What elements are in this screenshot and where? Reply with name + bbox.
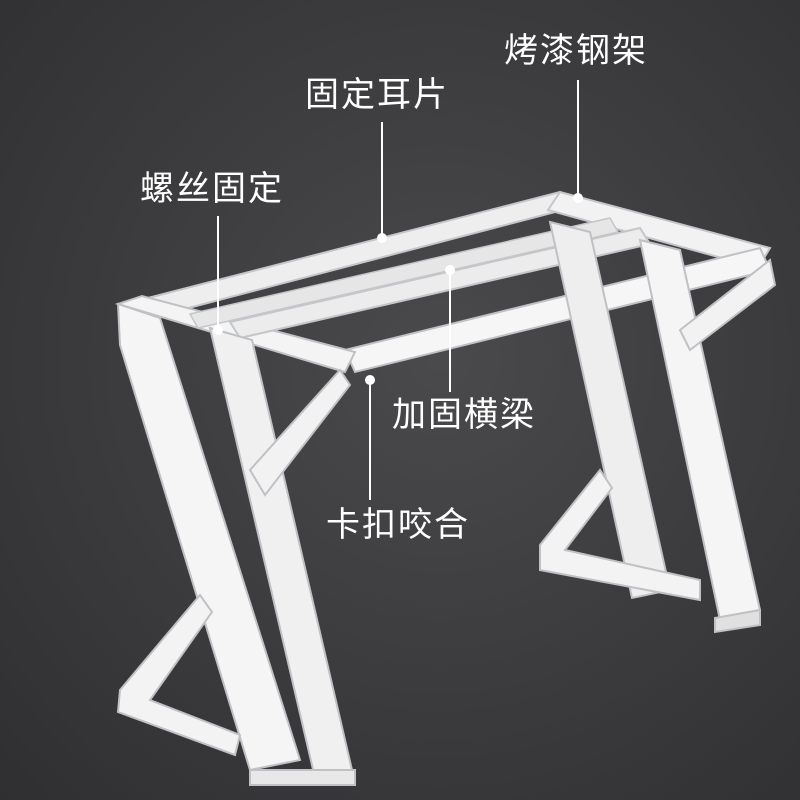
right-leg-brace xyxy=(678,258,777,352)
leader-paint-dot xyxy=(573,193,583,203)
middle-beam-2 xyxy=(188,217,620,329)
left-leg-foot xyxy=(249,769,356,786)
leader-screw-dot xyxy=(213,325,223,335)
leader-beam-dot xyxy=(445,265,455,275)
leader-clip-dot xyxy=(365,375,375,385)
left-leg-bottom xyxy=(116,593,242,757)
callout-paint-steel-frame: 烤漆钢架 xyxy=(504,31,648,71)
right-leg-bottom xyxy=(539,468,701,602)
right-leg-foot xyxy=(714,608,761,634)
left-leg-outer xyxy=(116,302,302,772)
callout-snap-fit: 卡扣咬合 xyxy=(326,505,470,545)
callout-reinforced-beam: 加固横梁 xyxy=(392,395,536,435)
callout-fixed-ear: 固定耳片 xyxy=(305,75,449,115)
leader-ear-dot xyxy=(377,233,387,243)
callout-screw-fixing: 螺丝固定 xyxy=(140,169,284,209)
left-leg-brace-top xyxy=(248,368,352,497)
